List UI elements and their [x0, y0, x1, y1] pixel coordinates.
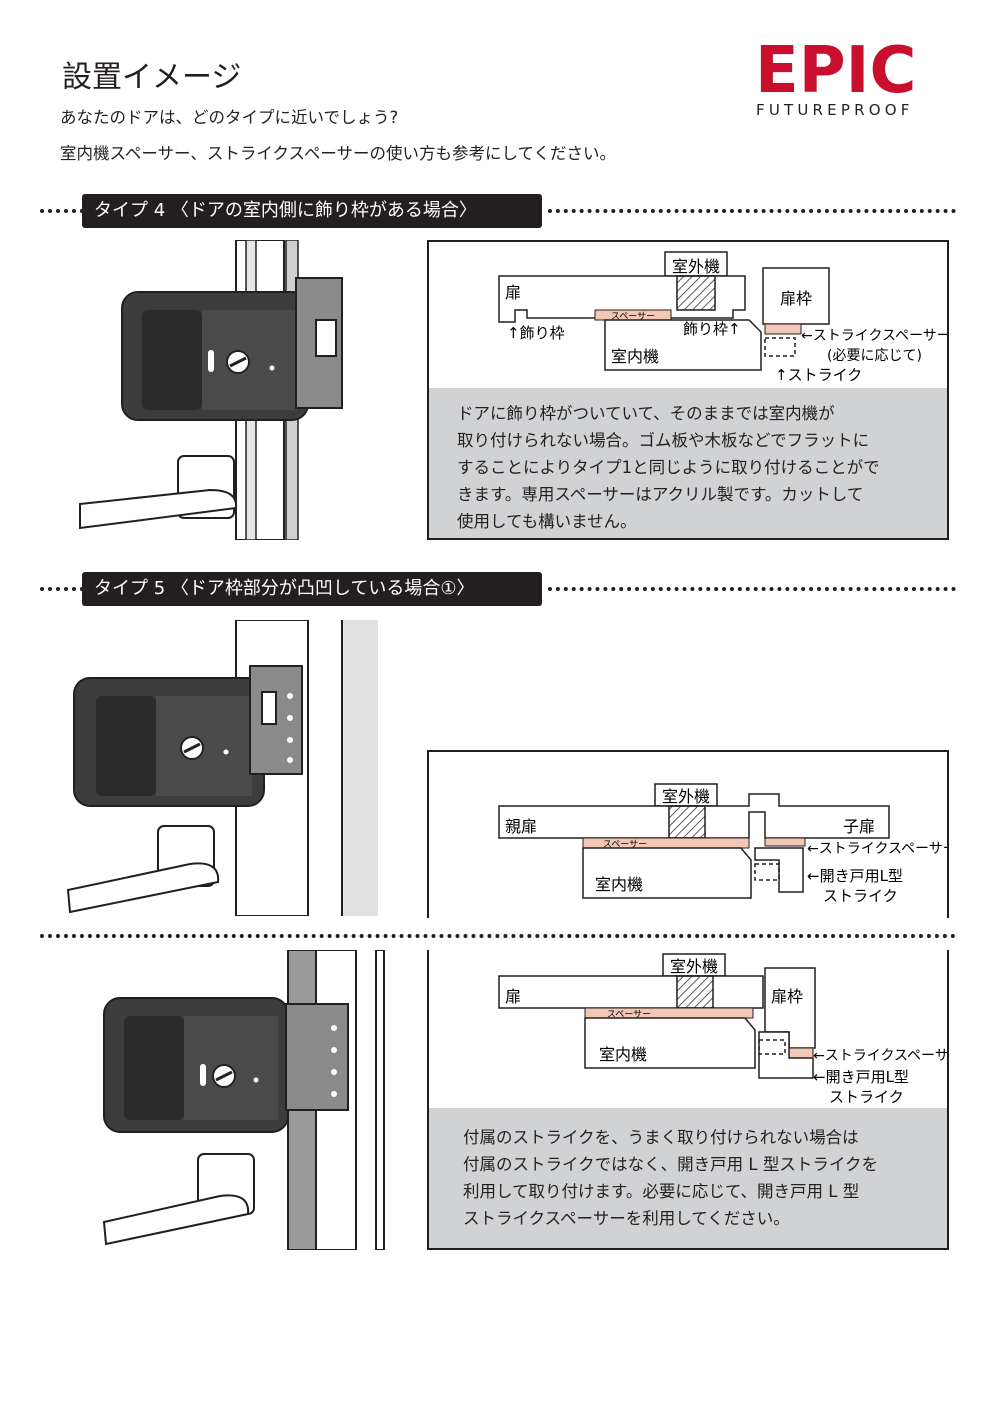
label-l-strike-2: ストライク: [823, 887, 898, 905]
type5-diagram-b-box: 室外機 扉 扉枠 スペーサー 室内機 ←ストライクスペーサー ←開き戸用L型 ス…: [427, 950, 949, 1250]
divider-dots: [548, 209, 956, 213]
type4-diagram: 室外機 扉 扉枠 スペーサー 室内機 ↑飾り枠 飾り枠↑ ←ストライクスペーサー…: [498, 251, 947, 384]
type4-diagram-box: 室外機 扉 扉枠 スペーサー 室内機 ↑飾り枠 飾り枠↑ ←ストライクスペーサー…: [427, 240, 949, 540]
divider-dots: [548, 587, 956, 591]
logo-subtitle: FUTUREPROOF: [756, 101, 914, 119]
label-strike: ↑ストライク: [775, 366, 862, 384]
note-line: 使用しても構いません。: [457, 512, 637, 531]
note-line: 取り付けられない場合。ゴム板や木板などでフラットに: [457, 431, 870, 450]
note-line: 付属のストライクを、うまく取り付けられない場合は: [463, 1128, 859, 1147]
label-door: 扉: [505, 283, 521, 302]
lock-illustration-type5a: [60, 619, 380, 920]
type4-heading: タイプ 4 〈ドアの室内側に飾り枠がある場合〉: [82, 194, 542, 228]
note-line: することによりタイプ1と同じように取り付けることがで: [457, 458, 880, 477]
note-line: 付属のストライクではなく、開き戸用 L 型ストライクを: [463, 1155, 879, 1174]
intro-line-1: あなたのドアは、どのタイプに近いでしょう?: [60, 108, 399, 127]
label-strike-spacer: ←ストライクスペーサー: [807, 841, 947, 857]
label-frame: 扉枠: [780, 289, 812, 308]
label-strike-spacer: ←ストライクスペーサー: [813, 1048, 947, 1064]
type5-heading: タイプ 5 〈ドア枠部分が凸凹している場合①〉: [82, 572, 542, 606]
label-outdoor-unit: 室外機: [672, 257, 720, 276]
label-indoor-unit: 室内機: [599, 1045, 647, 1064]
logo-text: EPIC: [755, 40, 916, 98]
divider-dots: [40, 209, 84, 213]
type5-diagram-b: 室外機 扉 扉枠 スペーサー 室内機 ←ストライクスペーサー ←開き戸用L型 ス…: [498, 953, 947, 1106]
type5-note: 付属のストライクを、うまく取り付けられない場合は 付属のストライクではなく、開き…: [429, 1108, 947, 1248]
label-outdoor-unit: 室外機: [662, 787, 710, 806]
label-parent-door: 親扉: [505, 817, 537, 836]
label-trim-right: 飾り枠↑: [683, 320, 741, 338]
label-l-strike-2: ストライク: [829, 1088, 904, 1106]
label-strike-spacer: ←ストライクスペーサー: [801, 328, 947, 344]
lock-illustration-type5b: [90, 949, 390, 1254]
label-child-door: 子扉: [843, 817, 875, 836]
label-l-strike-1: ←開き戸用L型: [807, 867, 903, 885]
label-indoor-unit: 室内機: [611, 347, 659, 366]
label-l-strike-1: ←開き戸用L型: [813, 1068, 909, 1086]
type5-diagram-a-box: 室外機 親扉 子扉 スペーサー 室内機 ←ストライクスペーサー ←開き戸用L型 …: [427, 750, 957, 918]
label-frame: 扉枠: [771, 987, 803, 1006]
page-title: 設置イメージ: [62, 60, 242, 95]
label-trim-left: ↑飾り枠: [507, 324, 565, 342]
label-if-needed: (必要に応じて): [827, 348, 922, 364]
label-spacer: スペーサー: [607, 1009, 651, 1020]
note-line: ストライクスペーサーを利用してください。: [463, 1209, 790, 1228]
type5-diagram-a: 室外機 親扉 子扉 スペーサー 室内機 ←ストライクスペーサー ←開き戸用L型 …: [498, 783, 957, 905]
epic-logo: EPIC: [755, 34, 955, 108]
label-door: 扉: [505, 987, 521, 1006]
divider-dots: [40, 934, 956, 938]
divider-dots: [40, 587, 84, 591]
note-line: ドアに飾り枠がついていて、そのままでは室内機が: [457, 404, 835, 423]
note-line: きます。専用スペーサーはアクリル製です。カットして: [457, 485, 864, 504]
label-indoor-unit: 室内機: [595, 875, 643, 894]
intro-line-2: 室内機スペーサー、ストライクスペーサーの使い方も参考にしてください。: [60, 144, 617, 163]
label-spacer: スペーサー: [603, 839, 647, 850]
lock-illustration-type4: [60, 239, 380, 544]
label-outdoor-unit: 室外機: [670, 957, 718, 976]
label-spacer: スペーサー: [611, 311, 655, 322]
note-line: 利用して取り付けます。必要に応じて、開き戸用 L 型: [463, 1182, 860, 1201]
type4-note: ドアに飾り枠がついていて、そのままでは室内機が 取り付けられない場合。ゴム板や木…: [429, 388, 947, 538]
